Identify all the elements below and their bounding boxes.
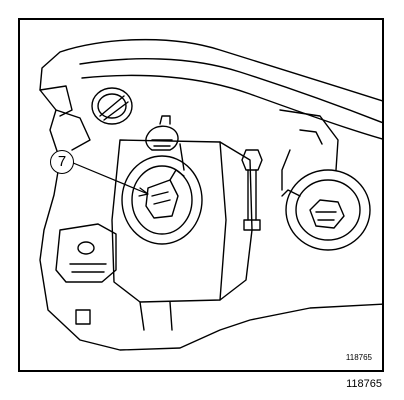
lamp-socket-right — [281, 169, 371, 251]
reference-number-inner: 118765 — [345, 353, 372, 362]
connector-clip — [145, 115, 179, 151]
lower-mount — [55, 223, 173, 331]
callout-leader — [65, 159, 149, 195]
headlamp-illustration — [39, 38, 382, 351]
bulb-cap — [91, 87, 133, 125]
adjuster-screw — [241, 149, 263, 231]
reference-number-outer: 118765 — [346, 378, 382, 390]
housing-outline — [39, 38, 382, 351]
diagram-frame: 7 118765 — [18, 18, 384, 372]
lamp-socket-center — [121, 155, 203, 245]
callout-7: 7 — [50, 150, 74, 174]
